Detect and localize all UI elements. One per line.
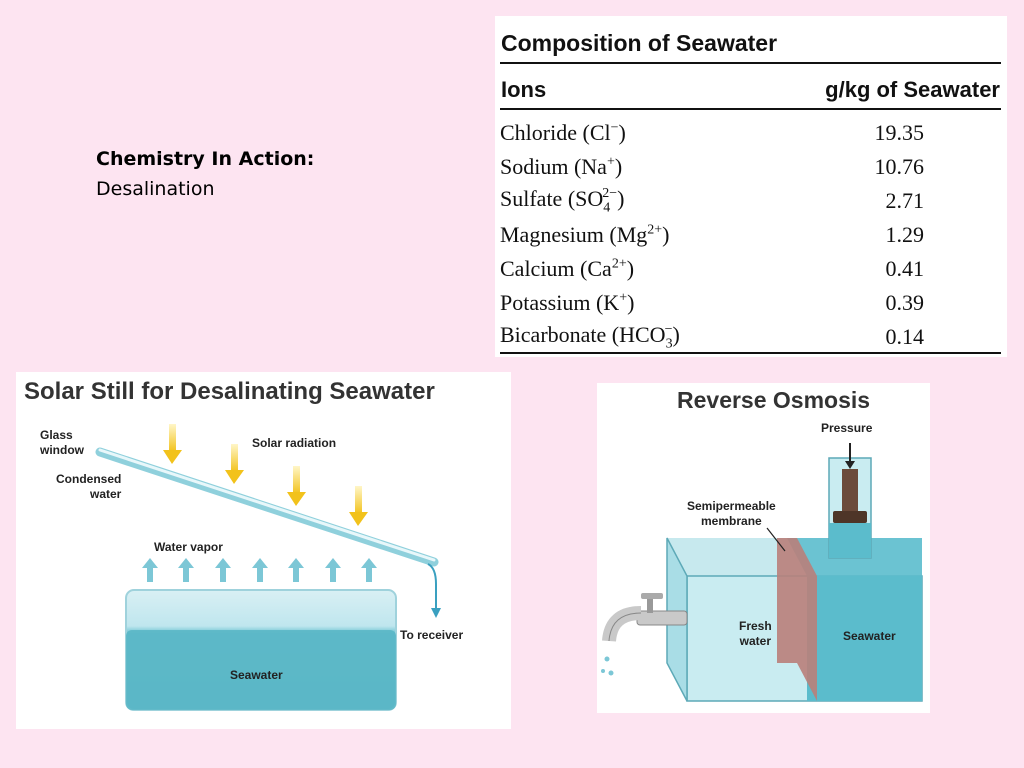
table-row: Potassium (K+) 0.39: [500, 286, 924, 320]
sun-ray-arrow-icon: [163, 424, 182, 464]
label-water-vapor: Water vapor: [154, 540, 223, 554]
label-seawater: Seawater: [230, 668, 283, 682]
slide-heading: Chemistry In Action: Desalination: [96, 144, 314, 204]
table-rule-header: [500, 108, 1001, 110]
sun-ray-arrow-icon: [349, 486, 368, 526]
table-row: Calcium (Ca2+) 0.41: [500, 252, 924, 286]
label-pressure: Pressure: [821, 421, 873, 435]
vapor-arrow-icon: [288, 558, 304, 582]
table-rule-bottom: [500, 352, 1001, 354]
ion-value: 0.41: [885, 256, 925, 281]
label-condensed-water: Condensed water: [56, 472, 122, 501]
table-rule-top: [500, 62, 1001, 64]
ion-value: 10.76: [874, 154, 925, 179]
solar-radiation-arrows: [163, 424, 368, 526]
solar-still-title: Solar Still for Desalinating Seawater: [24, 378, 435, 405]
reverse-osmosis-figure: Reverse Osmosis Press: [597, 383, 930, 713]
sun-ray-arrow-icon: [225, 444, 244, 484]
seawater-tank: [125, 589, 397, 711]
semipermeable-membrane: [777, 538, 817, 701]
vapor-arrow-icon: [252, 558, 268, 582]
composition-table-panel: Composition of Seawater Ions g/kg of Sea…: [495, 16, 1007, 357]
ion-name: Sodium (Na+): [500, 154, 623, 179]
ion-value: 2.71: [885, 188, 925, 213]
vapor-arrow-icon: [325, 558, 341, 582]
ion-value: 0.39: [885, 290, 925, 315]
label-fresh-water: Fresh water: [739, 619, 772, 648]
vapor-arrow-icon: [361, 558, 377, 582]
piston-rod: [842, 469, 858, 513]
table-row: Chloride (Cl−) 19.35: [500, 116, 924, 150]
table-row: Bicarbonate (HCO3−) 0.14: [500, 320, 924, 354]
heading-title: Chemistry In Action:: [96, 148, 315, 170]
composition-title: Composition of Seawater: [501, 30, 778, 56]
ion-value: 19.35: [874, 120, 925, 145]
ion-value: 1.29: [885, 222, 925, 247]
glass-window: [95, 447, 439, 567]
ion-name: Bicarbonate (HCO3−): [500, 321, 680, 352]
label-solar-radiation: Solar radiation: [252, 436, 337, 450]
ion-name: Magnesium (Mg2+): [500, 222, 670, 247]
solar-still-diagram: [95, 424, 441, 711]
drain-line: [427, 563, 437, 610]
heading-subtitle: Desalination: [96, 178, 215, 200]
vapor-arrow-icon: [178, 558, 194, 582]
ion-name: Sulfate (SO42−): [500, 185, 625, 216]
label-seawater-ro: Seawater: [843, 629, 896, 643]
sun-ray-arrow-icon: [287, 466, 306, 506]
label-glass-window: Glass window: [40, 428, 84, 457]
receiver-arrow-icon: [431, 608, 441, 618]
table-row: Sodium (Na+) 10.76: [500, 150, 924, 184]
solar-still-figure: Solar Still for Desalinating Seawater: [16, 372, 511, 729]
pressure-arrow-icon: [845, 461, 855, 469]
water-vapor-arrows: [142, 558, 377, 582]
vapor-arrow-icon: [142, 558, 158, 582]
piston-head: [833, 511, 867, 523]
table-row: Magnesium (Mg2+) 1.29: [500, 218, 924, 252]
vapor-arrow-icon: [215, 558, 231, 582]
faucet-icon: [601, 593, 688, 676]
reverse-osmosis-diagram: [601, 443, 923, 702]
ion-name: Potassium (K+): [500, 290, 635, 315]
ion-value: 0.14: [885, 324, 925, 349]
column-header-ions: Ions: [501, 77, 547, 102]
label-semipermeable-membrane: Semipermeable membrane: [687, 499, 776, 528]
label-to-receiver: To receiver: [400, 628, 464, 642]
reverse-osmosis-title: Reverse Osmosis: [677, 387, 871, 413]
table-row: Sulfate (SO42−) 2.71: [500, 184, 924, 218]
ion-name: Chloride (Cl−): [500, 120, 626, 145]
column-header-amount: g/kg of Seawater: [825, 77, 1000, 102]
ion-name: Calcium (Ca2+): [500, 256, 635, 281]
